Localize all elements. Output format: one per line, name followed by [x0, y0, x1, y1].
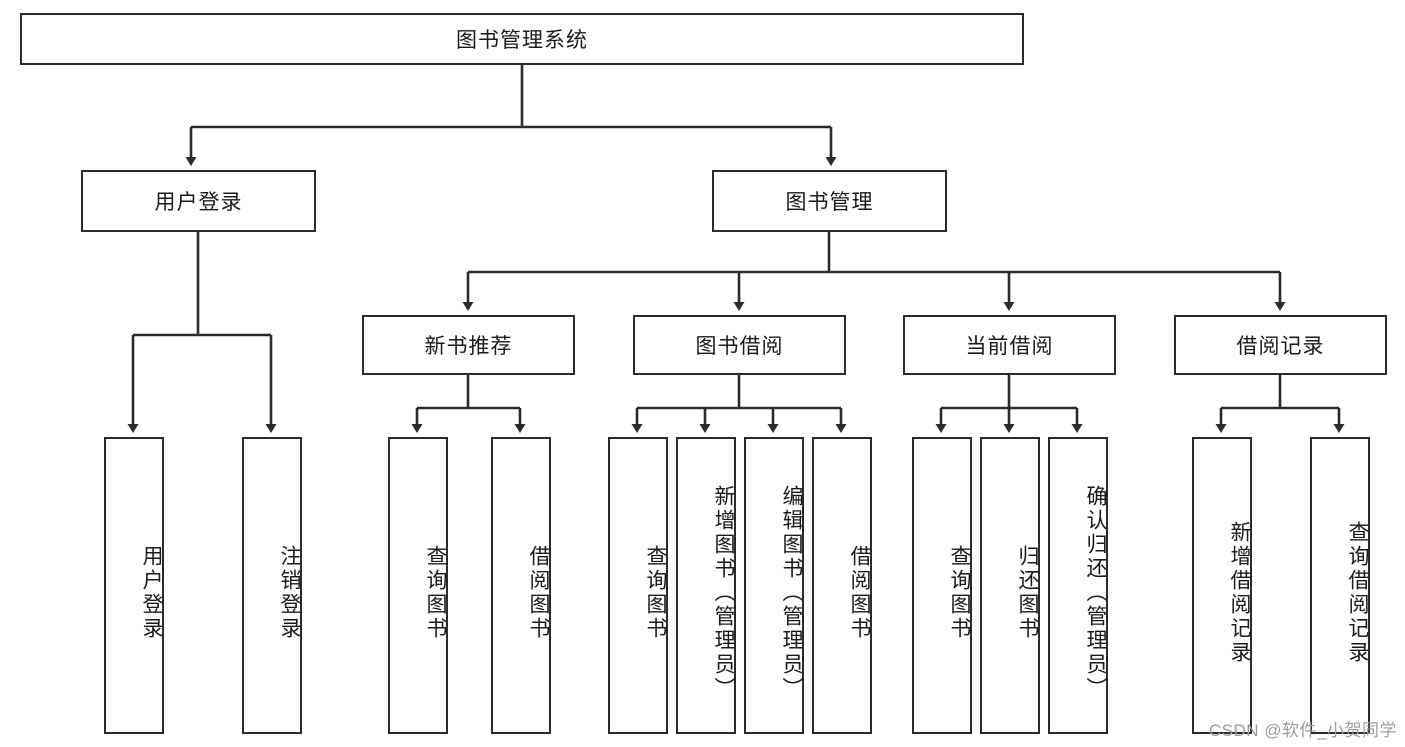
- leaf-add-record[interactable]: 新增借阅记录: [1192, 437, 1252, 734]
- node-book-manage-label: 图书管理: [785, 191, 874, 214]
- leaf-query-book-1-label: 查询图书: [424, 544, 447, 641]
- node-user-login-label: 用户登录: [154, 191, 243, 214]
- leaf-query-book-3[interactable]: 查询图书: [912, 437, 972, 734]
- leaf-borrow-book-2-label: 借阅图书: [848, 544, 871, 641]
- leaf-borrow-book-1[interactable]: 借阅图书: [491, 437, 551, 734]
- node-new-book-recommend-label: 新书推荐: [424, 335, 513, 358]
- node-root[interactable]: 图书管理系统: [20, 13, 1024, 65]
- leaf-user-login[interactable]: 用户登录: [104, 437, 164, 734]
- leaf-logout-label: 注销登录: [278, 544, 301, 641]
- leaf-query-book-2-label: 查询图书: [644, 544, 667, 641]
- leaf-return-book-label: 归还图书: [1016, 544, 1039, 641]
- leaf-return-book[interactable]: 归还图书: [980, 437, 1040, 734]
- leaf-borrow-book-2[interactable]: 借阅图书: [812, 437, 872, 734]
- node-book-borrow-label: 图书借阅: [695, 335, 784, 358]
- leaf-add-book[interactable]: 新增图书（管理员）: [676, 437, 736, 734]
- leaf-add-book-label: 新增图书（管理员）: [712, 484, 735, 701]
- leaf-edit-book-label: 编辑图书（管理员）: [780, 484, 803, 701]
- leaf-query-book-1[interactable]: 查询图书: [388, 437, 448, 734]
- node-current-borrow[interactable]: 当前借阅: [903, 315, 1116, 375]
- node-book-manage[interactable]: 图书管理: [712, 170, 947, 232]
- leaf-query-record[interactable]: 查询借阅记录: [1310, 437, 1370, 734]
- node-root-label: 图书管理系统: [456, 29, 588, 52]
- node-book-borrow[interactable]: 图书借阅: [633, 315, 846, 375]
- leaf-query-record-label: 查询借阅记录: [1346, 520, 1369, 665]
- watermark: CSDN @软件_小贺同学: [1208, 721, 1397, 740]
- leaf-confirm-return[interactable]: 确认归还（管理员）: [1048, 437, 1108, 734]
- leaf-borrow-book-1-label: 借阅图书: [527, 544, 550, 641]
- leaf-add-record-label: 新增借阅记录: [1228, 520, 1251, 665]
- node-borrow-record-label: 借阅记录: [1236, 335, 1325, 358]
- leaf-query-book-2[interactable]: 查询图书: [608, 437, 668, 734]
- leaf-confirm-return-label: 确认归还（管理员）: [1084, 484, 1107, 701]
- node-new-book-recommend[interactable]: 新书推荐: [362, 315, 575, 375]
- leaf-logout[interactable]: 注销登录: [242, 437, 302, 734]
- node-borrow-record[interactable]: 借阅记录: [1174, 315, 1387, 375]
- leaf-query-book-3-label: 查询图书: [948, 544, 971, 641]
- leaf-user-login-label: 用户登录: [140, 544, 163, 641]
- node-user-login[interactable]: 用户登录: [81, 170, 316, 232]
- leaf-edit-book[interactable]: 编辑图书（管理员）: [744, 437, 804, 734]
- node-current-borrow-label: 当前借阅: [965, 335, 1054, 358]
